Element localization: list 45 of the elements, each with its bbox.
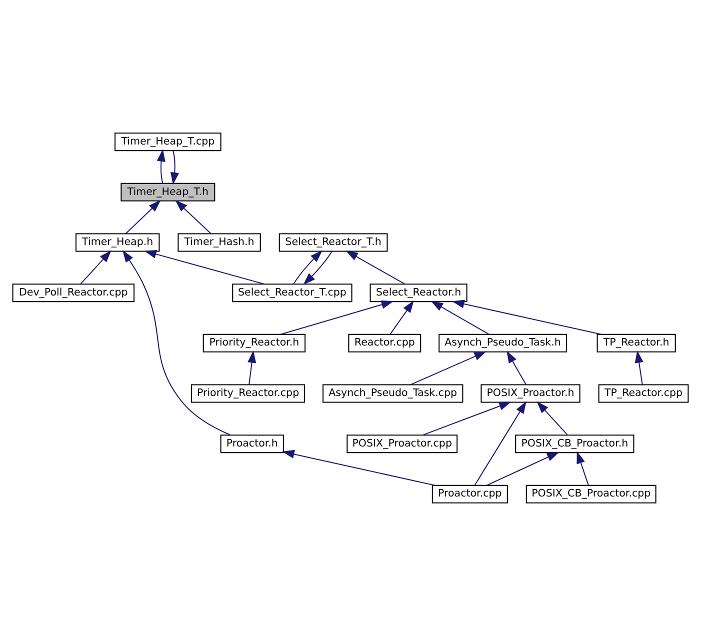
- arrow: [346, 250, 406, 284]
- arrow: [536, 400, 568, 435]
- arrow: [122, 250, 231, 435]
- node-box: Priority_Reactor.cpp: [191, 384, 306, 402]
- node-box: Select_Reactor.h: [370, 283, 468, 302]
- arrow: [80, 250, 112, 284]
- arrow: [422, 401, 512, 436]
- arrow: [170, 150, 179, 184]
- node-box: TP_Reactor.cpp: [598, 384, 689, 402]
- arrow: [248, 350, 256, 384]
- node-box: TP_Reactor.h: [596, 333, 676, 352]
- arrow: [390, 300, 414, 334]
- node-box: POSIX_Proactor.cpp: [346, 434, 458, 453]
- arrow: [474, 400, 526, 486]
- arrow: [282, 449, 436, 486]
- arrow: [303, 250, 332, 284]
- node-box: Asynch_Pseudo_Task.h: [438, 333, 567, 352]
- arrow: [293, 250, 322, 284]
- node-box: POSIX_CB_Proactor.cpp: [526, 484, 656, 503]
- node-box: Select_Reactor_T.h: [278, 232, 388, 252]
- arrow: [175, 199, 212, 234]
- node-box: Timer_Heap_T.cpp: [114, 132, 222, 151]
- node-box: Dev_Poll_Reactor.cpp: [12, 283, 135, 302]
- arrow: [430, 300, 490, 334]
- node-box: Proactor.h: [220, 434, 284, 453]
- arrow: [156, 148, 166, 183]
- arrow: [410, 350, 487, 385]
- arrow: [280, 300, 394, 334]
- node-box: Proactor.cpp: [432, 484, 508, 503]
- arrow: [576, 450, 589, 485]
- node-box: POSIX_CB_Proactor.h: [515, 434, 634, 453]
- node-box: Select_Reactor_T.cpp: [232, 283, 352, 302]
- node-box: Timer_Hash.h: [178, 232, 261, 252]
- arrow: [144, 249, 264, 284]
- arrow: [126, 199, 161, 234]
- node-box: Timer_Heap_T.h: [120, 182, 216, 201]
- arrow: [634, 350, 644, 384]
- node-box: Reactor.cpp: [348, 333, 422, 352]
- arrow: [486, 451, 560, 486]
- node-box: Asynch_Pseudo_Task.cpp: [322, 384, 464, 402]
- node-box: Priority_Reactor.h: [202, 333, 306, 352]
- arrow: [506, 350, 526, 384]
- node-box: POSIX_Proactor.h: [480, 384, 580, 402]
- node-box: Timer_Heap.h: [75, 232, 160, 252]
- arrow: [452, 299, 602, 334]
